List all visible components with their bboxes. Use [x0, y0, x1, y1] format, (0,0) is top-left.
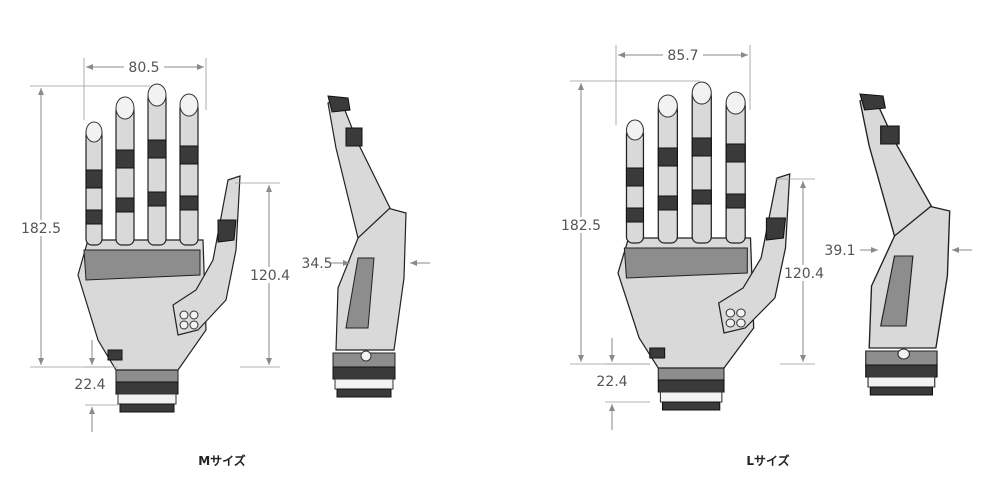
- l-thumb-label: 120.4: [784, 266, 824, 282]
- l-size-caption: Lサイズ: [746, 453, 789, 468]
- m-width-label: 80.5: [128, 60, 159, 76]
- m-wrist-label: 22.4: [74, 377, 105, 393]
- l-width-label: 85.7: [667, 48, 698, 64]
- m-thumb-label: 120.4: [250, 268, 290, 284]
- l-side-label: 39.1: [824, 243, 855, 259]
- m-front-view: [77, 83, 241, 413]
- m-side-label: 34.5: [301, 256, 332, 272]
- m-side-view: [327, 95, 407, 398]
- m-size-figure: 80.5 182.5 120.4 22.4 34.5 Mサイズ: [18, 58, 430, 468]
- l-side-view: [859, 93, 951, 396]
- m-size-caption: Mサイズ: [198, 453, 246, 468]
- l-wrist-label: 22.4: [596, 374, 627, 390]
- m-height-label: 182.5: [21, 221, 61, 237]
- l-front-view: [617, 81, 791, 411]
- l-height-label: 182.5: [561, 218, 601, 234]
- l-size-figure: 85.7 182.5 120.4 22.4 39.1 Lサイズ: [558, 45, 972, 468]
